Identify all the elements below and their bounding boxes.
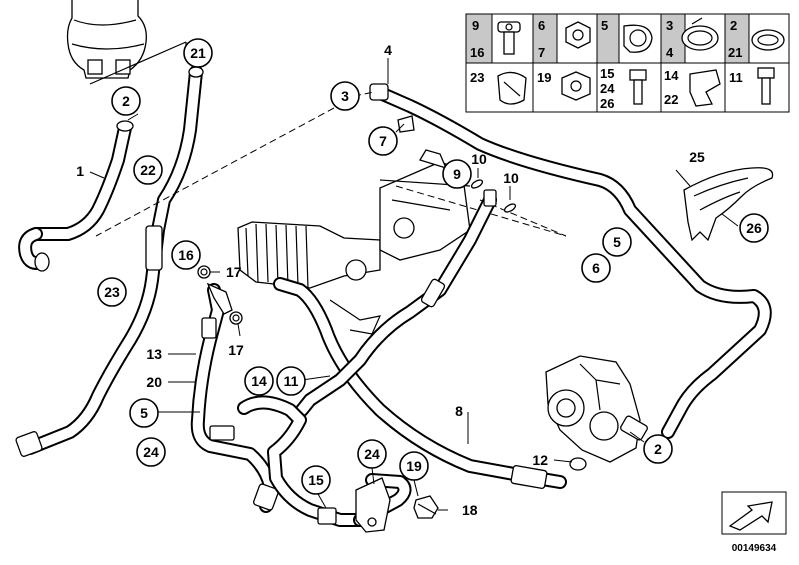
callout-6: 6	[581, 253, 611, 283]
document-id-box: 00149634	[721, 491, 787, 554]
clip-18	[413, 495, 439, 519]
return-hose-20	[15, 65, 204, 457]
svg-text:9: 9	[453, 166, 461, 182]
bolt-icon	[757, 67, 775, 105]
callout-22: 22	[133, 155, 163, 185]
hex-bolt-icon	[629, 69, 647, 105]
svg-text:21: 21	[190, 45, 206, 61]
svg-text:15: 15	[308, 472, 324, 488]
legend-16: 16	[470, 45, 484, 60]
fluid-reservoir	[66, 0, 187, 85]
parts-legend: 9 16 6 7 5 3 4 2 21 23 19 15 24 26 14 22…	[465, 13, 790, 113]
legend-4: 4	[666, 45, 674, 60]
callout-21: 21	[183, 38, 213, 68]
svg-text:5: 5	[140, 405, 148, 421]
legend-7: 7	[538, 45, 545, 60]
callout-15: 15	[301, 465, 331, 495]
legend-11: 11	[729, 70, 743, 85]
leader-lines	[89, 58, 739, 511]
legend-3: 3	[666, 18, 673, 33]
callout-24-left: 24	[136, 437, 166, 467]
label-20: 20	[146, 374, 162, 390]
fittings	[197, 179, 517, 325]
legend-23: 23	[470, 70, 484, 85]
callout-2-reservoir: 2	[111, 86, 141, 116]
callout-3: 3	[330, 81, 360, 111]
label-17a: 17	[226, 264, 242, 280]
callout-9: 9	[442, 159, 472, 189]
steering-rack	[237, 149, 567, 335]
legend-22: 22	[664, 92, 678, 107]
callout-2-pump: 2	[643, 434, 673, 464]
svg-text:11: 11	[284, 373, 299, 389]
svg-text:6: 6	[592, 260, 600, 276]
svg-text:22: 22	[140, 162, 156, 178]
callout-5-left: 5	[129, 398, 159, 428]
callout-11: 11	[276, 366, 306, 396]
label-25: 25	[689, 149, 705, 165]
label-12: 12	[532, 452, 548, 468]
bracket-24	[355, 477, 391, 533]
hose-13	[190, 283, 279, 513]
callout-7: 7	[368, 126, 398, 156]
grommet-icon	[497, 71, 527, 105]
flange-nut-icon	[561, 71, 591, 101]
legend-15: 15	[600, 66, 614, 81]
svg-text:5: 5	[613, 234, 621, 250]
label-10a: 10	[471, 151, 487, 167]
label-18: 18	[462, 502, 478, 518]
callout-5-right: 5	[602, 227, 632, 257]
svg-text:24: 24	[143, 444, 159, 460]
spring-clamp-icon	[681, 17, 719, 51]
svg-text:26: 26	[746, 220, 762, 236]
legend-21: 21	[728, 45, 742, 60]
legend-19: 19	[537, 70, 551, 85]
label-1: 1	[76, 163, 84, 179]
legend-26: 26	[600, 96, 614, 111]
svg-text:14: 14	[251, 373, 267, 389]
legend-2: 2	[730, 18, 737, 33]
callout-19: 19	[399, 451, 429, 481]
bolt-fitting-icon	[497, 21, 521, 55]
svg-text:24: 24	[364, 446, 380, 462]
legend-6: 6	[538, 18, 545, 33]
callout-24-bottom: 24	[357, 439, 387, 469]
svg-text:2: 2	[654, 441, 662, 457]
suction-hose-1	[18, 120, 134, 272]
svg-text:23: 23	[104, 284, 120, 300]
callout-26: 26	[739, 213, 769, 243]
label-13: 13	[146, 346, 162, 362]
document-number: 00149634	[732, 543, 777, 554]
label-10b: 10	[503, 170, 519, 186]
svg-text:19: 19	[406, 458, 422, 474]
legend-14: 14	[664, 68, 679, 83]
svg-text:2: 2	[122, 93, 130, 109]
svg-text:3: 3	[341, 88, 349, 104]
callout-16: 16	[171, 240, 201, 270]
power-steering-pump	[545, 355, 648, 471]
band-clamp-icon	[751, 29, 785, 51]
heat-shield-25	[683, 167, 774, 242]
pressure-hose-8	[273, 277, 567, 489]
callout-23: 23	[97, 277, 127, 307]
plain-labels: 1 4 10 10 25 17 17 13 20 8 12 18	[76, 42, 705, 518]
label-17b: 17	[228, 342, 244, 358]
legend-5: 5	[601, 18, 608, 33]
label-8: 8	[455, 403, 463, 419]
legend-24: 24	[600, 81, 615, 96]
callout-14: 14	[244, 366, 274, 396]
pressure-hose-4	[369, 83, 772, 439]
hex-nut-icon	[565, 21, 591, 49]
label-4: 4	[384, 42, 392, 58]
svg-text:16: 16	[178, 247, 194, 263]
hose-clamp-icon	[623, 24, 653, 53]
svg-text:7: 7	[379, 133, 387, 149]
bracket-clip-icon	[689, 69, 721, 107]
legend-9: 9	[472, 18, 479, 33]
valve-hose-10	[295, 189, 497, 417]
